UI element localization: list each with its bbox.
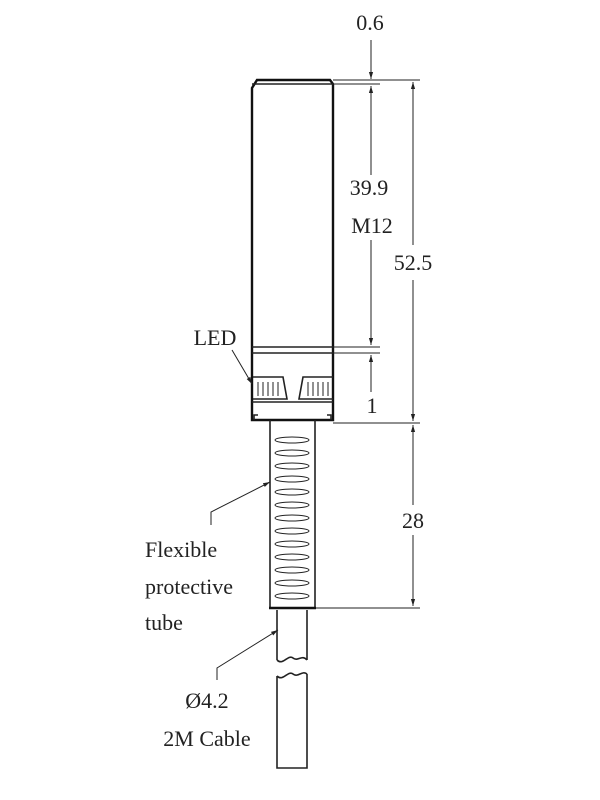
tube-rib [274,488,310,496]
leader-lines [210,349,279,680]
tube-rib [274,436,310,444]
tube-rib [274,514,310,522]
cable [276,610,308,769]
tube-rib [274,449,310,457]
tube-rib [274,579,310,587]
dim-led-band-label: 1 [367,393,378,418]
dimension-lines [316,40,420,609]
tube-rib [274,462,310,470]
tube-rib [274,592,310,600]
tube-rib [274,527,310,535]
tube-rib [274,501,310,509]
sensor-body [250,78,335,422]
tube-label-line3: tube [145,610,183,635]
dim-thread-length-label: 39.9 [350,175,389,200]
flexible-tube [269,420,316,610]
cable-diameter-label: Ø4.2 [185,688,228,713]
dim-total-length-label: 52.5 [394,250,433,275]
tube-rib [274,566,310,574]
dim-thread-label: M12 [351,213,393,238]
cable-label: 2M Cable [163,726,250,751]
tube-label-line2: protective [145,574,233,599]
tube-rib [274,475,310,483]
dim-gap-label: 0.6 [356,10,384,35]
led-label: LED [194,325,237,350]
tube-rib [274,540,310,548]
tube-label-line1: Flexible [145,537,217,562]
dim-tube-length-label: 28 [402,508,424,533]
tube-rib [274,553,310,561]
led-window [253,376,333,400]
